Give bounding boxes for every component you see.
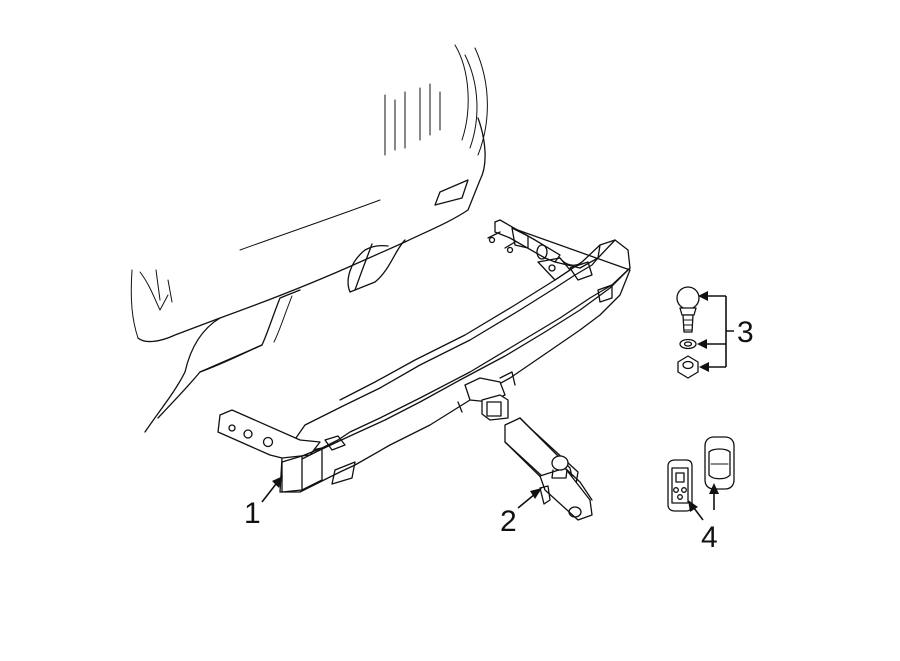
- ball-mount-drawbar: [504, 417, 593, 521]
- wiring-connector-plates: [667, 436, 735, 512]
- callout-1: 1: [244, 497, 261, 530]
- hitch-receiver-crossmember: [217, 219, 631, 493]
- callout-arrows: [261, 291, 734, 521]
- hitch-ball-washer-nut: [676, 286, 700, 379]
- vehicle-rear-bumper: [130, 44, 488, 433]
- callout-4: 4: [701, 521, 718, 554]
- callout-3: 3: [737, 316, 754, 349]
- callout-2: 2: [500, 505, 517, 538]
